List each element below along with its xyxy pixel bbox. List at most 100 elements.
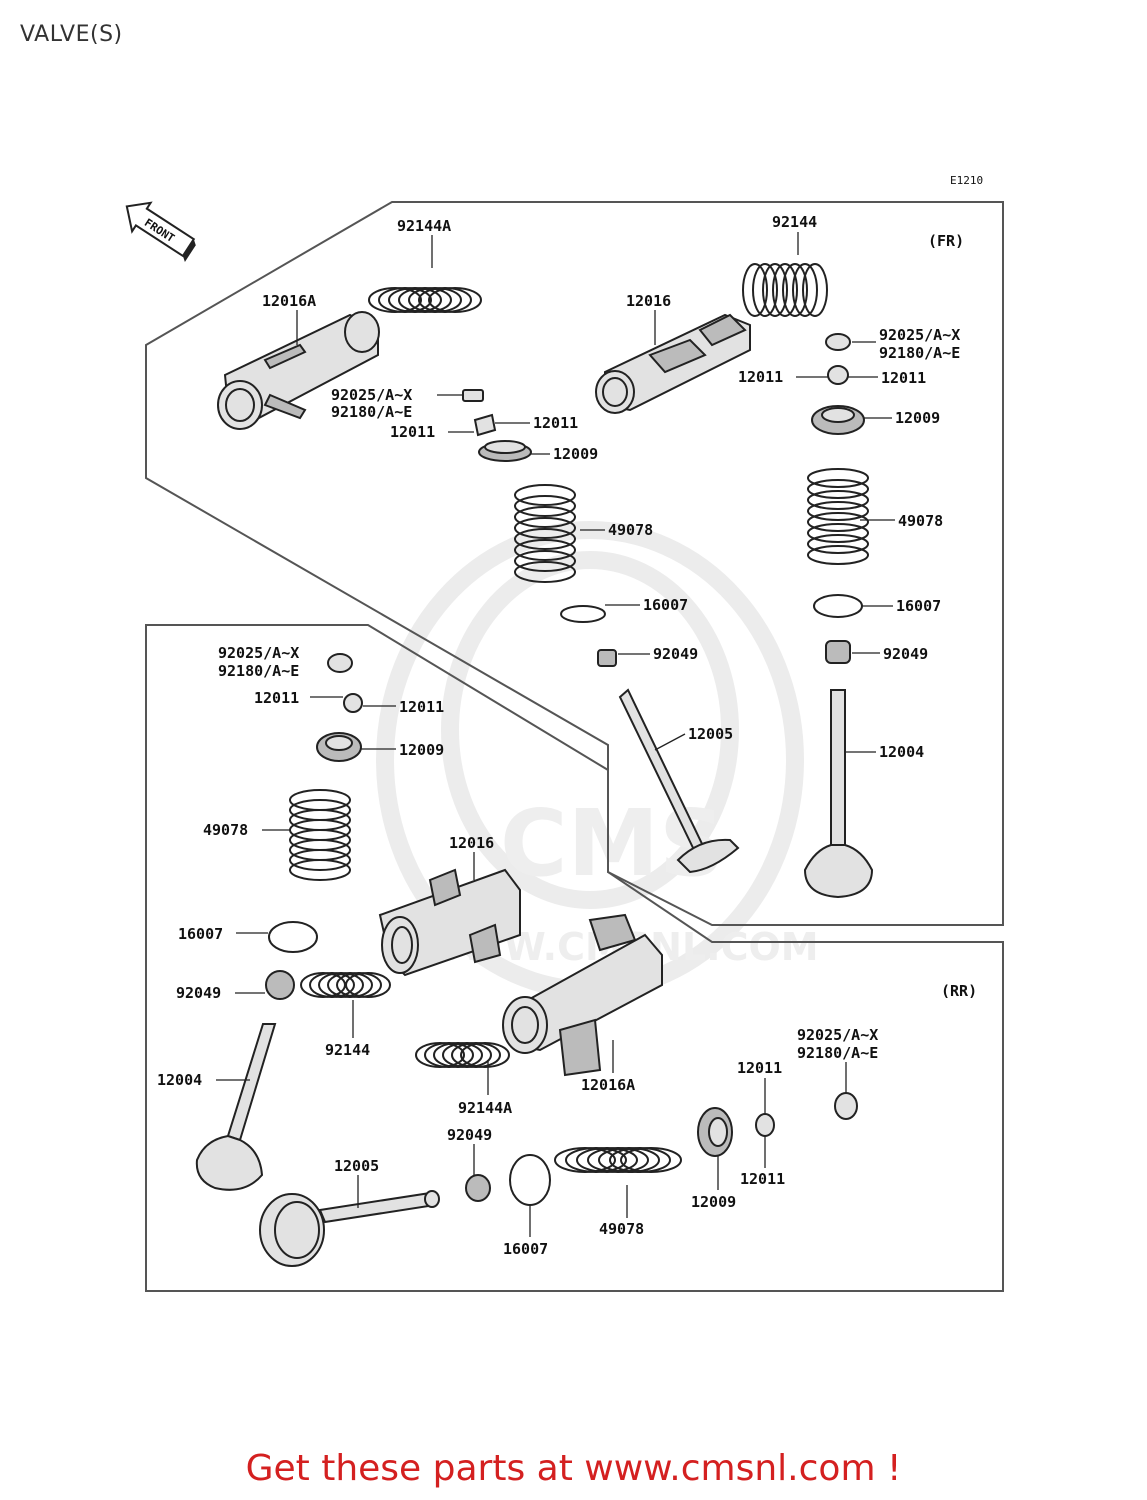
label-12009-rr-left: 12009 [399,741,444,759]
label-12011-fr-left-a: 12011 [533,414,578,432]
spring-coil-turn [336,972,382,998]
label-12011-fr-left-b: 12011 [390,423,435,441]
label-92144A-fr: 92144A [397,217,451,235]
label-12011-fr-right-b: 12011 [881,369,926,387]
spring-coil-turn [289,859,351,881]
label-12011-rr-left-b: 12011 [399,698,444,716]
label-49078-rr-left: 49078 [203,821,248,839]
label-16007-fr-left: 16007 [643,596,688,614]
cotter-12011-fr-right [827,365,849,385]
spring-coil-turn [807,545,869,565]
spring-coil-turn [460,1042,510,1068]
spring-coil-turn [514,506,576,528]
seal-92049-rr-left [265,970,295,1000]
label-92049-fr-left: 92049 [653,645,698,663]
label-12004-fr: 12004 [879,743,924,761]
label-92180-fr-right: 92180/A~E [879,344,960,362]
rocker-arm-12016-fr [595,313,751,414]
label-92049-rr-left: 92049 [176,984,221,1002]
spring-coil-turn [428,287,482,313]
label-92144-fr: 92144 [772,213,817,231]
spring-coil-turn [807,523,869,543]
rocker-arm-12016A-rr [502,913,663,1077]
spring-coil-turn [514,484,576,506]
seat-16007-rr-bottom [509,1154,551,1206]
seat-16007-fr-left [560,605,606,623]
part-labels: 92144A 12016A 92025/A~X 92180/A~E 12011 … [157,213,960,1258]
promo-banner: Get these parts at www.cmsnl.com ! [245,1448,902,1489]
section-rr-label: (RR) [941,982,977,1000]
label-92144A-rr: 92144A [458,1099,512,1117]
label-16007-rr-bottom: 16007 [503,1240,548,1258]
spring-92144A-fr [368,287,482,313]
spring-coil-turn [807,468,869,488]
spring-coil-turn [514,517,576,539]
front-arrow-icon: FRONT [125,201,196,262]
spring-coil-turn [742,263,768,317]
valve-12004-fr [803,689,874,899]
frame-rr [145,624,1004,1292]
spring-coil-turn [807,501,869,521]
rocker-arm-12016-rr [378,868,521,977]
label-12009-fr-right: 12009 [895,409,940,427]
seal-92049-fr-left [597,649,617,667]
label-49078-fr-left: 49078 [608,521,653,539]
spring-49078-rr-left [289,789,351,881]
spring-92144-rr [300,972,391,998]
spring-49078-fr-right [807,468,869,565]
label-12004-rr: 12004 [157,1071,202,1089]
spring-coil-turn [514,528,576,550]
cotter-12011-rr-bottom [755,1113,775,1137]
page-title: VALVE(S) [20,22,123,47]
diagram-code: E1210 [950,174,983,187]
spring-49078-rr-bottom [554,1147,682,1173]
spring-coil-turn [309,972,355,998]
retainer-12009-rr-bottom [697,1107,733,1157]
spring-coil-turn [782,263,808,317]
label-12016A-rr: 12016A [581,1076,635,1094]
label-12016-rr: 12016 [449,834,494,852]
spring-coil-turn [807,512,869,532]
cotter-12011-fr-left [473,413,497,437]
spring-coil-turn [762,263,788,317]
valve-12005-rr [259,1190,440,1267]
label-12009-fr-left: 12009 [553,445,598,463]
spring-coil-turn [318,972,364,998]
spring-coil-turn [807,479,869,499]
label-12005-rr: 12005 [334,1157,379,1175]
label-49078-fr-right: 49078 [898,512,943,530]
spring-coil-turn [514,561,576,583]
label-12011-rr-bottom-b: 12011 [740,1170,785,1188]
spring-coil-turn [289,849,351,871]
seat-16007-rr-left [268,921,318,953]
spring-49078-fr-left [514,484,576,583]
valve-12005-fr [618,688,740,874]
spring-coil-turn [620,1147,682,1173]
cotter-92025-fr-left [462,389,484,402]
spring-coil-turn [802,263,828,317]
label-12011-rr-bottom-a: 12011 [737,1059,782,1077]
label-92025-fr-right: 92025/A~X [879,326,960,344]
label-12016-fr: 12016 [626,292,671,310]
section-fr-label: (FR) [928,232,964,250]
label-92025-rr-bottom: 92025/A~X [797,1026,878,1044]
label-16007-rr-left: 16007 [178,925,223,943]
label-92049-fr-right: 92049 [883,645,928,663]
spring-coil-turn [792,263,818,317]
label-92180-rr-bottom: 92180/A~E [797,1044,878,1062]
retainer-12009-fr-left [478,440,532,462]
retainer-12009-rr-left [316,732,362,762]
label-92049-rr-bottom: 92049 [447,1126,492,1144]
seal-92049-fr-right [825,640,851,664]
cotter-92025-fr-right [825,333,851,351]
spring-92144A-rr [415,1042,510,1068]
label-92180-rr-left: 92180/A~E [218,662,299,680]
watermark-brand: CMS [500,790,725,897]
seal-92049-rr-bottom [465,1174,491,1202]
spring-coil-turn [327,972,373,998]
label-92144-rr: 92144 [325,1041,370,1059]
spring-coil-turn [807,490,869,510]
spring-coil-turn [514,550,576,572]
spring-coil-turn [752,263,778,317]
